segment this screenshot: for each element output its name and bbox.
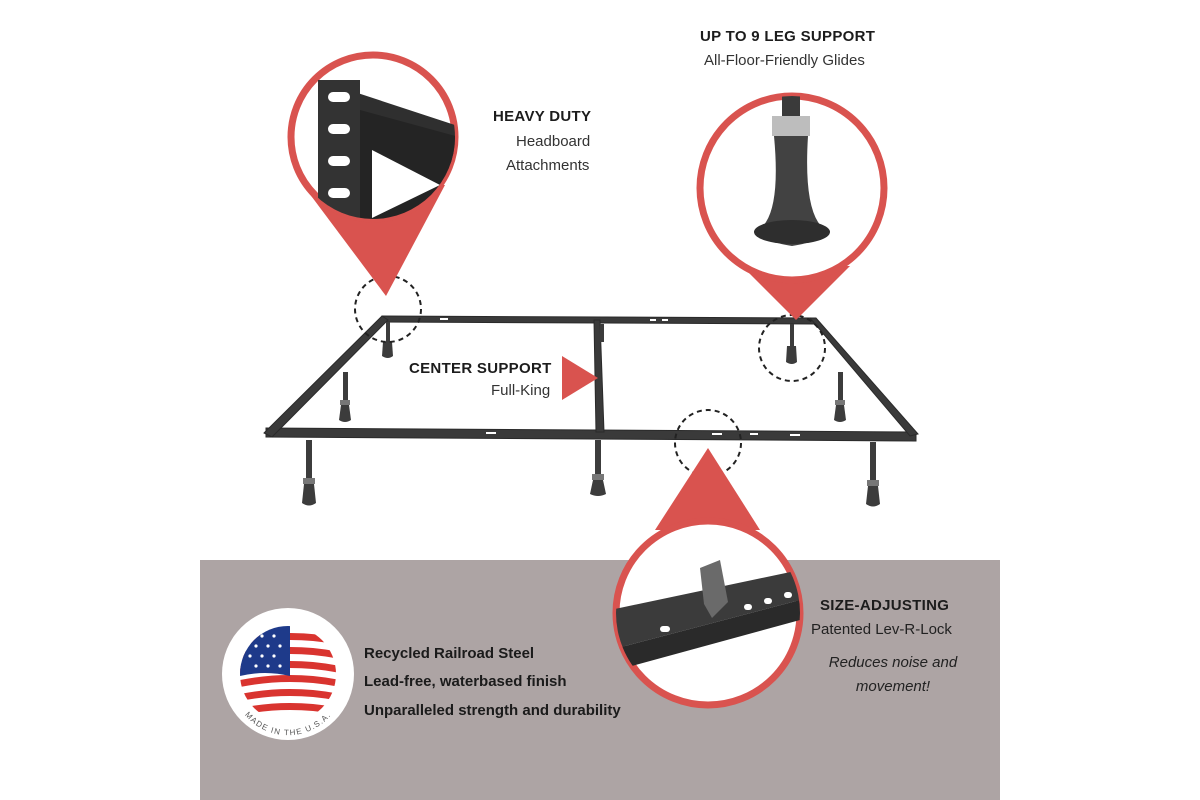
size-adjust-note-line2: movement!	[855, 678, 931, 695]
feature-item: Lead-free, waterbased finish	[364, 673, 567, 690]
headboard-title: HEAVY DUTY	[493, 108, 592, 125]
center-support-title: CENTER SUPPORT	[409, 360, 552, 377]
headboard-line2: Attachments	[506, 157, 590, 174]
bed-frame	[263, 315, 919, 442]
size-adjust-subtitle: Patented Lev-R-Lock	[811, 621, 952, 638]
leg-support-callout	[696, 92, 888, 320]
size-adjust-title: SIZE-ADJUSTING	[820, 597, 950, 614]
headboard-callout	[287, 51, 459, 296]
feature-item: Unparalleled strength and durability	[364, 702, 621, 719]
leg-support-title: UP TO 9 LEG SUPPORT	[700, 28, 876, 45]
made-in-usa-badge: MADE IN THE U.S.A.	[222, 608, 354, 740]
size-adjust-note-line1: Reduces noise and	[828, 654, 958, 671]
leg-support-subtitle: All-Floor-Friendly Glides	[704, 52, 865, 69]
center-support-arrow	[562, 356, 598, 400]
center-support-subtitle: Full-King	[491, 382, 551, 399]
size-adjust-callout	[612, 448, 804, 709]
feature-item: Recycled Railroad Steel	[364, 645, 535, 662]
bed-legs	[302, 322, 880, 507]
rail-slots	[440, 318, 800, 436]
headboard-line1: Headboard	[516, 133, 591, 150]
